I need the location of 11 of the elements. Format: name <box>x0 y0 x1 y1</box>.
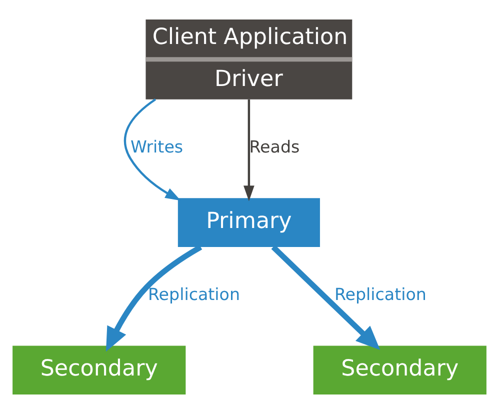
edge-label: Replication <box>334 285 426 304</box>
node-box: Primary <box>178 198 320 247</box>
edge-label: Replication <box>148 285 240 304</box>
arrow <box>271 245 380 350</box>
edge-label: Writes <box>130 138 184 157</box>
arrow <box>244 99 254 202</box>
arrow <box>124 98 181 201</box>
arrow <box>106 244 202 352</box>
node-box: Secondary <box>313 346 486 395</box>
edge-label: Reads <box>249 138 300 157</box>
node-box: Secondary <box>12 346 186 395</box>
